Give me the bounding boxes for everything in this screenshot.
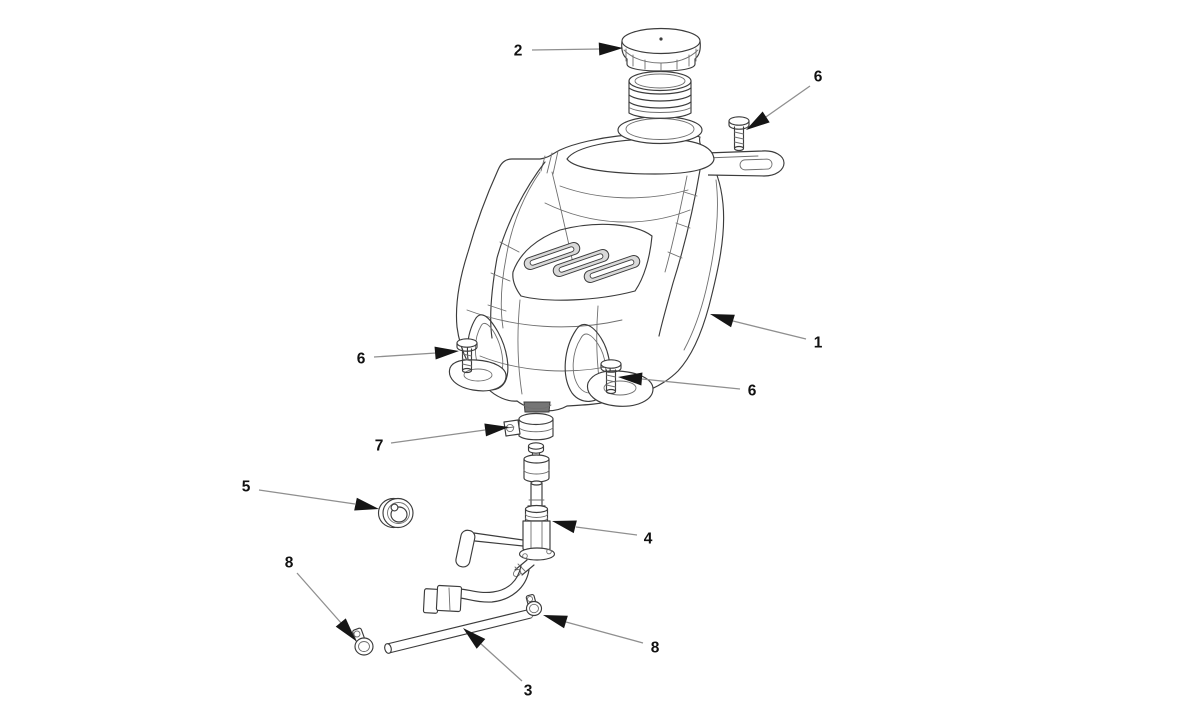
filler-neck	[628, 70, 692, 119]
callout-leader-line	[296, 572, 343, 625]
callout-4: 4	[552, 520, 653, 548]
callout-6: 6	[357, 346, 459, 368]
callout-number: 6	[357, 351, 366, 368]
fuel-valve-assembly	[455, 442, 556, 577]
tank-outlet-spigot	[522, 401, 552, 413]
callout-5: 5	[242, 479, 379, 511]
callout-arrowhead	[618, 372, 643, 386]
callout-arrowhead	[463, 628, 486, 649]
tank-mount-tab-top	[705, 150, 785, 177]
callout-leader-line	[641, 378, 741, 390]
callout-leader-line	[565, 621, 644, 644]
callout-leader-line	[732, 320, 807, 340]
cap-vent-dot	[659, 37, 663, 41]
callout-8: 8	[285, 555, 356, 641]
callout-arrowhead	[434, 346, 459, 360]
callout-3: 3	[463, 628, 533, 700]
tank-top-dome	[566, 138, 715, 175]
callout-arrowhead	[598, 42, 623, 56]
callout-leader-line	[531, 48, 601, 51]
callout-2: 2	[514, 43, 623, 60]
grommet	[377, 497, 414, 529]
callout-number: 1	[814, 335, 823, 352]
tank-vent-slots	[523, 242, 641, 283]
mount-screw-top	[728, 116, 750, 152]
callout-number: 2	[514, 43, 523, 60]
callout-6: 6	[618, 372, 757, 400]
callout-number: 7	[375, 438, 384, 455]
callout-arrowhead	[484, 423, 509, 437]
callout-arrowhead	[746, 111, 770, 130]
hose-clamp-large	[503, 412, 554, 441]
callout-arrowhead	[354, 497, 379, 511]
callout-leader-line	[390, 429, 486, 444]
callout-arrowhead	[335, 618, 356, 641]
callout-arrowhead	[543, 615, 568, 629]
callout-leader-line	[575, 526, 638, 536]
callout-number: 3	[524, 683, 533, 700]
hose-end-fitting	[422, 584, 463, 614]
callout-leader-line	[479, 642, 523, 682]
straight-fuel-tube	[384, 608, 534, 654]
callout-6: 6	[746, 69, 823, 130]
fuel-tank-body	[448, 133, 725, 412]
hose-clamp-small-left	[352, 627, 374, 656]
tank-mount-ear-right	[586, 370, 654, 407]
callout-leader-line	[258, 489, 356, 505]
callout-number: 6	[814, 69, 823, 86]
callout-leader-line	[373, 352, 437, 358]
callout-7: 7	[375, 423, 509, 455]
callout-number: 5	[242, 479, 251, 496]
valve-lever-grip	[455, 529, 476, 568]
callout-number: 4	[644, 531, 653, 548]
callout-number: 8	[285, 555, 294, 572]
callout-1: 1	[710, 314, 823, 352]
callout-arrowhead	[552, 520, 577, 534]
callout-number: 6	[748, 383, 757, 400]
filler-neck-collar	[617, 115, 703, 145]
callouts-layer: 2 6 1 6 6 7 4 5 8 8 3	[242, 43, 823, 700]
callout-number: 8	[651, 640, 660, 657]
callout-arrowhead	[710, 314, 735, 328]
hose-clamp-small-right	[525, 594, 543, 617]
curved-fuel-hose	[458, 565, 530, 603]
callout-8: 8	[543, 615, 660, 657]
fuel-cap	[621, 27, 701, 72]
callout-leader-line	[762, 85, 811, 120]
